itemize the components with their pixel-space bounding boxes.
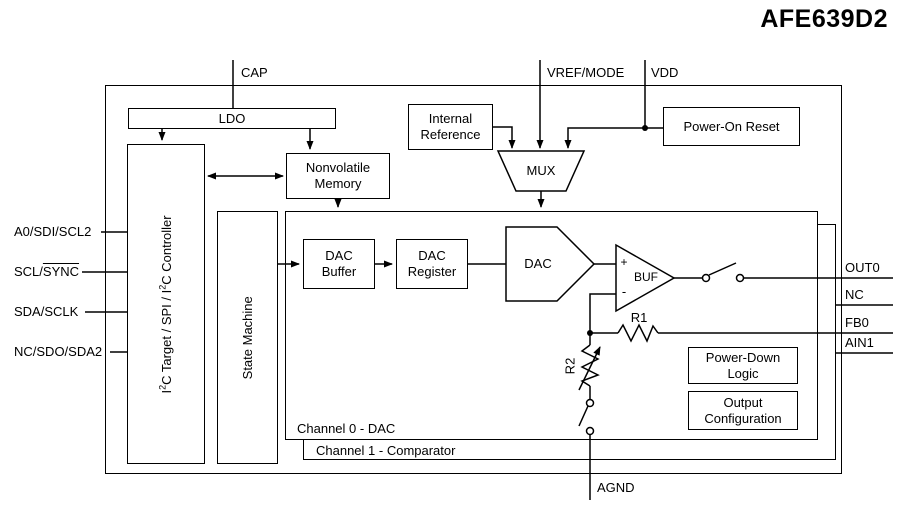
pin-label-ain1: AIN1 (845, 335, 874, 350)
buf-amplifier-shape (615, 243, 676, 313)
r2-switch-lever (578, 405, 589, 427)
pin-label-cap: CAP (241, 65, 268, 80)
mux-shape (496, 150, 586, 192)
r2-switch-pole-bottom (585, 426, 595, 436)
serial-interface-block: I2C Target / SPI / I2C Controller (127, 144, 205, 464)
chip-boundary (105, 85, 842, 474)
internal-reference-label: Internal Reference (420, 111, 481, 142)
dac-shape (505, 226, 596, 302)
power-down-logic-label: Power-Down Logic (705, 349, 781, 381)
output-configuration-label: Output Configuration (704, 394, 782, 426)
resistor-r2-arrow (578, 346, 601, 391)
dac-register-block: DAC Register (396, 239, 468, 289)
pin-label-nc: NC (845, 287, 864, 302)
dac-buffer-block: DAC Buffer (303, 239, 375, 289)
junction-dot-feedback (587, 330, 593, 336)
output-switch-pole-left (701, 273, 711, 283)
output-switch-lever (708, 262, 737, 276)
pin-label-sda-sclk: SDA/SCLK (14, 304, 79, 319)
nonvolatile-memory-label: Nonvolatile Memory (305, 160, 371, 191)
power-down-logic-block: Power-Down Logic (688, 347, 798, 384)
ldo-label: LDO (218, 110, 246, 126)
pin-label-out0: OUT0 (845, 260, 880, 275)
dac-buffer-label: DAC Buffer (321, 248, 357, 279)
channel0-label: Channel 0 - DAC (297, 421, 396, 436)
buf-minus-input-label: - (621, 284, 627, 299)
power-on-reset-block: Power-On Reset (663, 107, 800, 146)
output-configuration-block: Output Configuration (688, 391, 798, 430)
dac-label: DAC (524, 256, 552, 271)
nonvolatile-memory-block: Nonvolatile Memory (286, 153, 390, 199)
resistor-r1-shape (617, 323, 659, 343)
junction-dot-vdd (642, 125, 648, 131)
pin-label-vref-mode: VREF/MODE (547, 65, 625, 80)
resistor-r1-label: R1 (630, 309, 648, 325)
wire-buf-feedback (589, 293, 616, 333)
buf-plus-input-label: + (620, 255, 628, 269)
power-on-reset-label: Power-On Reset (683, 118, 780, 134)
pin-label-a0-sdi-scl2: A0/SDI/SCL2 (14, 224, 92, 239)
pin-label-nc-sdo-sda2: NC/SDO/SDA2 (14, 344, 103, 359)
dac-register-label: DAC Register (407, 248, 457, 279)
pin-label-scl-sync: SCL/SYNC (14, 264, 80, 279)
internal-reference-block: Internal Reference (408, 104, 493, 150)
resistor-r2-label: R2 (562, 357, 577, 375)
state-machine-block: State Machine (217, 211, 278, 464)
device-title: AFE639D2 (760, 5, 888, 33)
buf-label: BUF (634, 270, 658, 284)
wire-vdd-to-mux (564, 127, 663, 149)
pin-label-agnd: AGND (597, 480, 635, 495)
output-switch-pole-right (735, 273, 745, 283)
pin-label-fb0: FB0 (845, 315, 869, 330)
ldo-block: LDO (128, 108, 336, 129)
mux-label: MUX (526, 163, 556, 178)
pin-label-vdd: VDD (651, 65, 679, 80)
r2-switch-pole-top (585, 398, 595, 408)
wire-intref-to-mux (493, 126, 516, 149)
channel1-label: Channel 1 - Comparator (316, 443, 456, 458)
resistor-r2-shape (580, 344, 600, 387)
